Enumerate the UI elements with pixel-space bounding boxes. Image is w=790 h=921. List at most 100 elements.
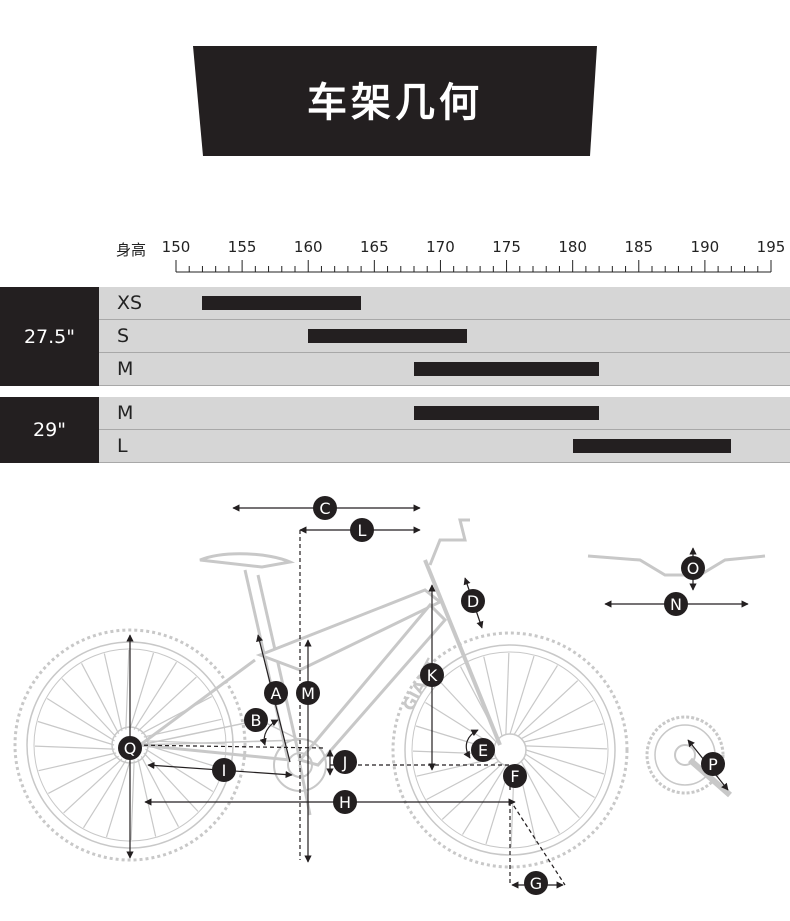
ruler-tick-label: 160 (293, 238, 323, 256)
size-label: M (117, 402, 134, 424)
label-n: N (664, 592, 688, 616)
wheel-spoke (440, 681, 497, 743)
height-range-bar (414, 406, 600, 420)
ruler-label: 身高 (116, 241, 147, 259)
label-letter: C (319, 499, 330, 518)
wheel-spoke (137, 758, 157, 837)
label-circle (503, 764, 527, 788)
label-circle (461, 589, 485, 613)
label-circle (313, 496, 337, 520)
ruler-tick-label: 170 (426, 238, 455, 256)
wheel-spoke (34, 745, 115, 750)
wheel-spoke (38, 752, 117, 772)
wheel-spoke (130, 760, 135, 841)
height-range-bar (572, 439, 732, 453)
wheel-spoke (63, 758, 123, 814)
height-range-bar (202, 296, 362, 310)
label-q: Q (118, 736, 142, 760)
label-circle (296, 681, 320, 705)
label-letter: K (427, 666, 438, 685)
wheel-spoke (509, 655, 535, 735)
wheel-spoke (525, 753, 595, 799)
label-g: G (524, 871, 548, 895)
wheel-spoke (141, 696, 212, 735)
size-label: L (117, 435, 128, 457)
label-h: H (333, 790, 357, 814)
measurement-lines (126, 504, 749, 889)
wheel-spoke (105, 760, 131, 838)
label-l: L (350, 518, 374, 542)
label-letter: I (222, 761, 227, 780)
wheel-spoke (523, 757, 580, 819)
wheel-spoke (137, 676, 197, 732)
label-circle (350, 518, 374, 542)
wheel-spoke (523, 723, 604, 743)
wheel-spoke (525, 749, 605, 775)
wheel-spoke (46, 697, 115, 742)
label-circle (681, 556, 705, 580)
wheel-spoke (505, 652, 510, 735)
wheel-spoke (426, 760, 499, 801)
ruler-tick-label: 155 (227, 238, 257, 256)
banner-shape (193, 46, 597, 156)
ruler-tick-label: 180 (558, 238, 587, 256)
label-k: K (420, 663, 444, 687)
wheel-spoke (483, 656, 503, 737)
label-letter: E (478, 741, 488, 760)
height-range-bar (308, 329, 467, 343)
wheel-spoke (103, 653, 123, 732)
size-label: S (117, 325, 130, 347)
label-c: C (313, 496, 337, 520)
label-e: E (471, 738, 495, 762)
ruler-tick-label: 190 (690, 238, 720, 256)
label-circle (524, 871, 548, 895)
wheel-spoke (133, 661, 178, 730)
label-letter: L (358, 521, 367, 540)
size-label: M (117, 358, 134, 380)
wheel-spoke (48, 755, 119, 794)
label-letter: N (670, 595, 682, 614)
label-a: A (264, 681, 288, 705)
label-letter: H (339, 793, 351, 812)
label-letter: A (271, 684, 282, 703)
label-circle (333, 790, 357, 814)
title-banner (0, 0, 790, 170)
wheel-spoke (125, 649, 130, 730)
wheel-spoke (521, 699, 594, 740)
label-letter: B (251, 711, 262, 730)
label-letter: D (467, 592, 479, 611)
wheel-spoke (525, 745, 608, 750)
label-letter: Q (124, 739, 137, 758)
label-letter: G (530, 874, 542, 893)
label-circle (664, 592, 688, 616)
measurement-labels: AB C D EF G H I J K L M NO P Q (118, 496, 725, 895)
handlebar-detail (587, 554, 766, 577)
wheel-size-label: 27.5" (23, 325, 76, 348)
height-range-bar (414, 362, 600, 376)
size-row: S (99, 320, 790, 353)
label-p: P (701, 752, 725, 776)
wheel-spoke (37, 720, 115, 746)
label-letter: O (687, 559, 700, 578)
wheel-spoke (520, 761, 561, 834)
label-circle (118, 736, 142, 760)
wheel-spoke (82, 760, 127, 829)
wheel-group-29: 29" (0, 397, 99, 463)
label-circle (471, 738, 495, 762)
wheel-group-27-5: 27.5" (0, 287, 99, 386)
ruler-tick-label: 175 (492, 238, 521, 256)
height-ruler (175, 260, 772, 273)
size-row: XS (99, 287, 790, 320)
label-circle (264, 681, 288, 705)
wheel-size-label: 29" (33, 419, 66, 441)
label-circle (701, 752, 725, 776)
label-letter: M (301, 684, 315, 703)
size-row: L (99, 430, 790, 463)
label-f: F (503, 764, 527, 788)
ruler-tick-label: 185 (624, 238, 654, 256)
size-label: XS (117, 292, 143, 314)
wheel-spoke (129, 652, 155, 730)
label-letter: J (342, 753, 348, 772)
size-row: M (99, 353, 790, 386)
